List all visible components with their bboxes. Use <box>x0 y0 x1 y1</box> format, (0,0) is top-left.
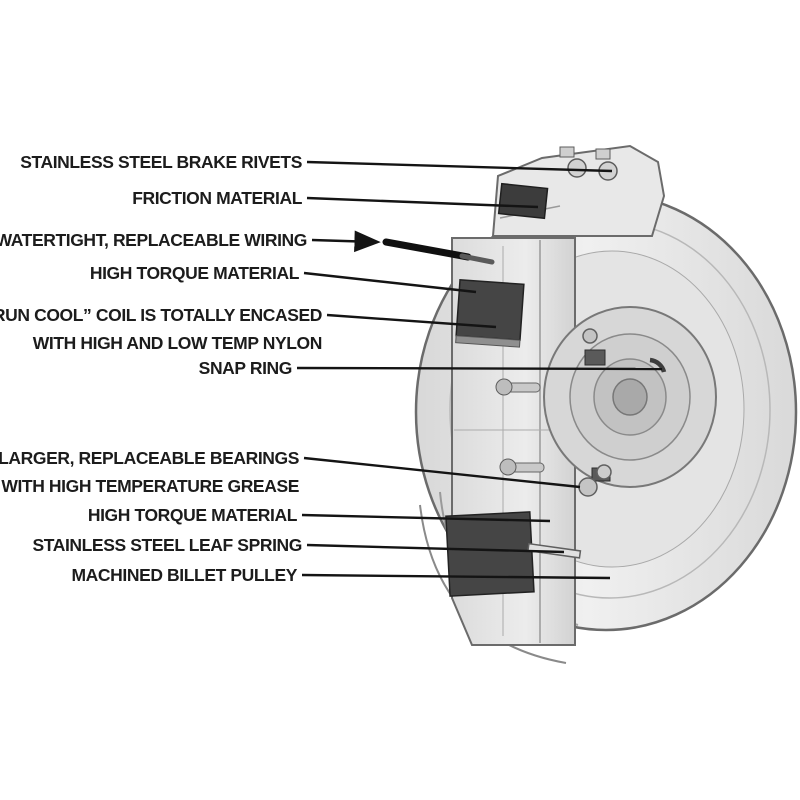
hub-and-bearing <box>543 306 717 488</box>
field-coil-bottom <box>445 511 535 597</box>
leader-line-friction-material <box>306 196 539 209</box>
hub-pins <box>495 378 545 476</box>
leader-line-high-torque-material-top <box>303 271 477 294</box>
rivet-stub <box>595 148 611 160</box>
leader-line-billet-pulley <box>301 573 611 580</box>
bearing-balls <box>578 328 612 497</box>
leader-line-brake-rivets <box>306 160 613 173</box>
leader-line-high-torque-material-bottom <box>301 513 551 523</box>
friction-pad <box>497 182 549 220</box>
leader-line-replaceable-bearings <box>303 456 581 489</box>
leader-line-leaf-spring <box>306 543 565 554</box>
leader-lines-layer <box>296 160 663 580</box>
leader-line-snap-ring <box>296 366 663 371</box>
wire-lead <box>382 238 495 265</box>
leader-line-watertight-wiring <box>311 230 381 253</box>
brake-rivet <box>567 158 587 178</box>
snap-ring-clip <box>649 357 667 373</box>
rivet-stub <box>559 146 575 158</box>
leader-line-run-cool-coil <box>326 313 497 329</box>
